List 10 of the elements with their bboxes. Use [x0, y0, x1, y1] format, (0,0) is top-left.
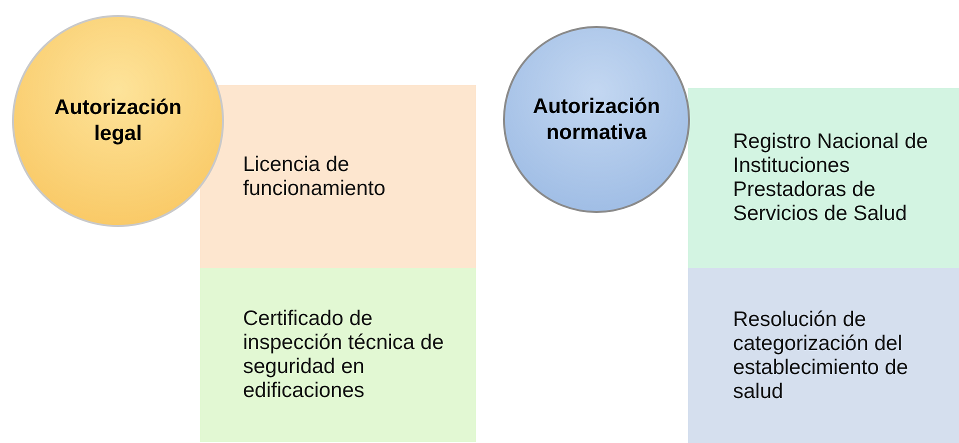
- info-panel: [688, 88, 959, 268]
- info-panel: [200, 268, 476, 442]
- panel-text: Certificado de inspección técnica de seguridad en edificaciones: [243, 307, 445, 403]
- panel-text: Registro Nacional de Instituciones Prestadoras de Servicios de Salud: [733, 130, 929, 226]
- circle-label: Autorización legal: [53, 95, 183, 147]
- panel-text: Licencia de funcionamiento: [243, 152, 386, 200]
- circle-label: Autorización normativa: [532, 94, 662, 146]
- info-panel: [688, 268, 959, 443]
- panel-text: Resolución de categorización del establecimiento de salud: [733, 308, 910, 404]
- info-panel: [200, 85, 476, 268]
